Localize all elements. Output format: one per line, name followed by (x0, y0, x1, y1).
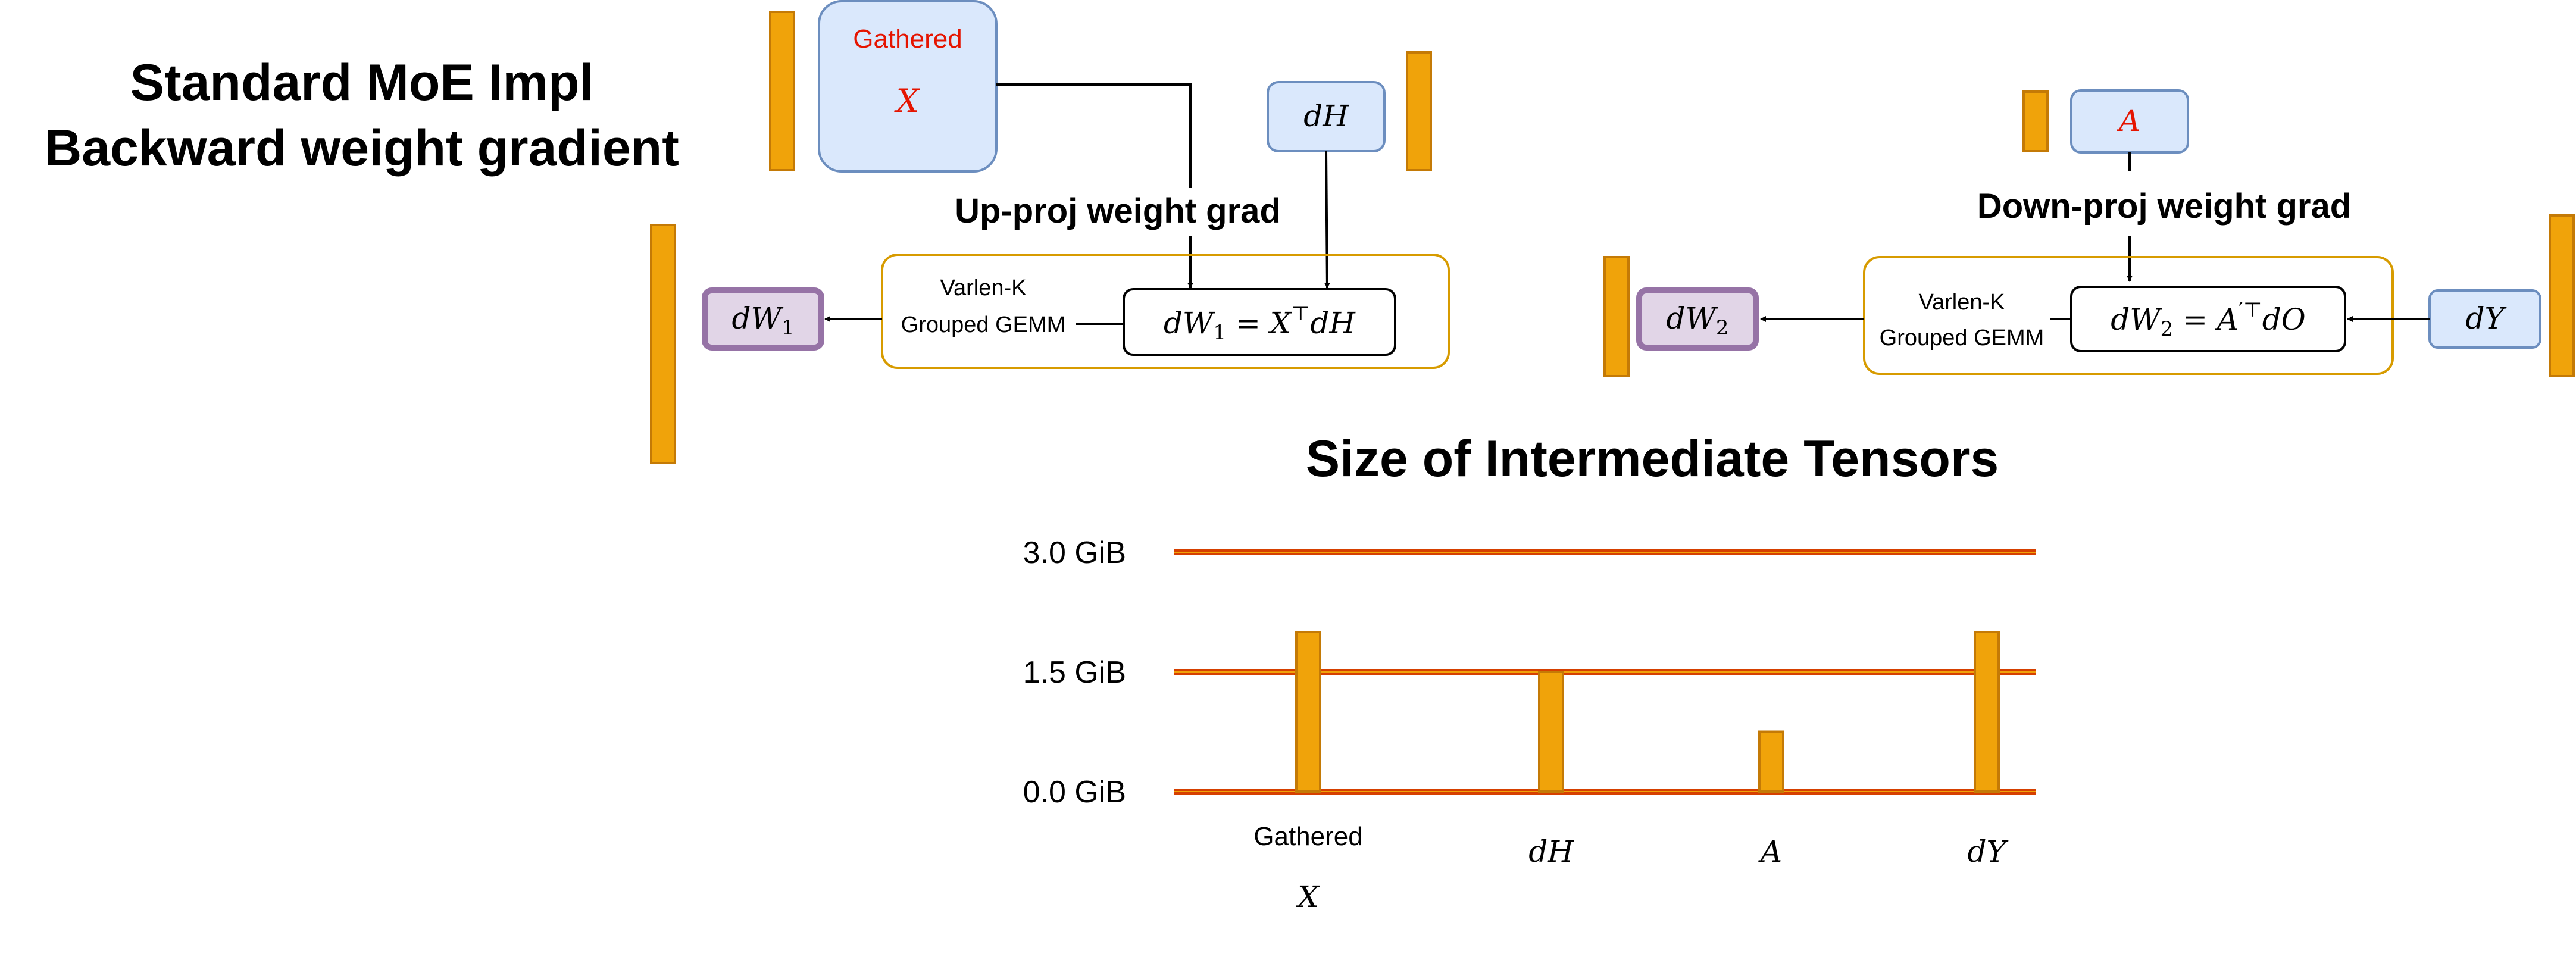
down-proj-formula-box (2070, 286, 2346, 352)
gathered-x-size-bar (769, 11, 795, 171)
a-size-bar (2022, 90, 2049, 152)
gathered-x-symbol: X (894, 82, 921, 120)
down-proj-kernel-label-1: Varlen-K (1918, 290, 2005, 315)
bar-2 (1758, 730, 1784, 793)
title-line-1: Standard MoE Impl (130, 54, 594, 111)
dh-symbol: dH (1303, 99, 1349, 133)
x-tick-label-1-symbol: dH (1528, 834, 1574, 869)
dw1-output-symbol: dW1 (731, 301, 794, 340)
y-tick-label-1: 1.5 GiB (1023, 655, 1126, 690)
bar-3 (1974, 631, 2000, 793)
dy-symbol: dY (2465, 301, 2506, 336)
dh-size-bar (1406, 51, 1432, 171)
chart-title: Size of Intermediate Tensors (1306, 430, 1999, 487)
bar-0 (1295, 631, 1321, 793)
dy-size-bar (2549, 214, 2575, 377)
dw1-size-bar (650, 224, 676, 464)
x-tick-label-0-line1: Gathered (1253, 822, 1362, 851)
x-tick-label-3-symbol: dY (1967, 834, 2008, 869)
gathered-x-box (818, 0, 998, 173)
up-proj-formula: dW1 = X⊤dH (1164, 302, 1356, 345)
up-proj-kernel-group (881, 254, 1450, 369)
down-proj-kernel-group (1863, 256, 2394, 375)
dh-to-kernel-arrow (1324, 151, 1330, 289)
up-proj-kernel-label-2: Grouped GEMM (901, 312, 1066, 337)
dw1-output-box (702, 287, 824, 351)
x-to-kernel-arrow (996, 83, 1193, 289)
dw2-size-bar (1603, 256, 1630, 377)
bar-1 (1538, 671, 1564, 793)
down-proj-heading: Down-proj weight grad (1977, 187, 2351, 226)
a-symbol: A (2117, 104, 2140, 138)
x-tick-label-0-symbol: X (1295, 880, 1320, 914)
down-proj-formula: dW2 = A′⊤dO (2111, 298, 2306, 341)
y-tick-label-0: 3.0 GiB (1023, 536, 1126, 570)
title-line-2: Backward weight gradient (45, 120, 679, 177)
down-proj-kernel-label-2: Grouped GEMM (1880, 326, 2044, 351)
up-proj-heading: Up-proj weight grad (955, 192, 1281, 230)
up-proj-kernel-label-1: Varlen-K (940, 276, 1026, 301)
y-tick-label-2: 0.0 GiB (1023, 775, 1126, 809)
up-proj-formula-box (1123, 288, 1396, 356)
dw2-output-box (1636, 287, 1759, 351)
dw2-output-symbol: dW2 (1666, 301, 1728, 340)
gathered-x-label: Gathered (853, 24, 962, 54)
x-tick-label-2-symbol: A (1758, 834, 1782, 869)
